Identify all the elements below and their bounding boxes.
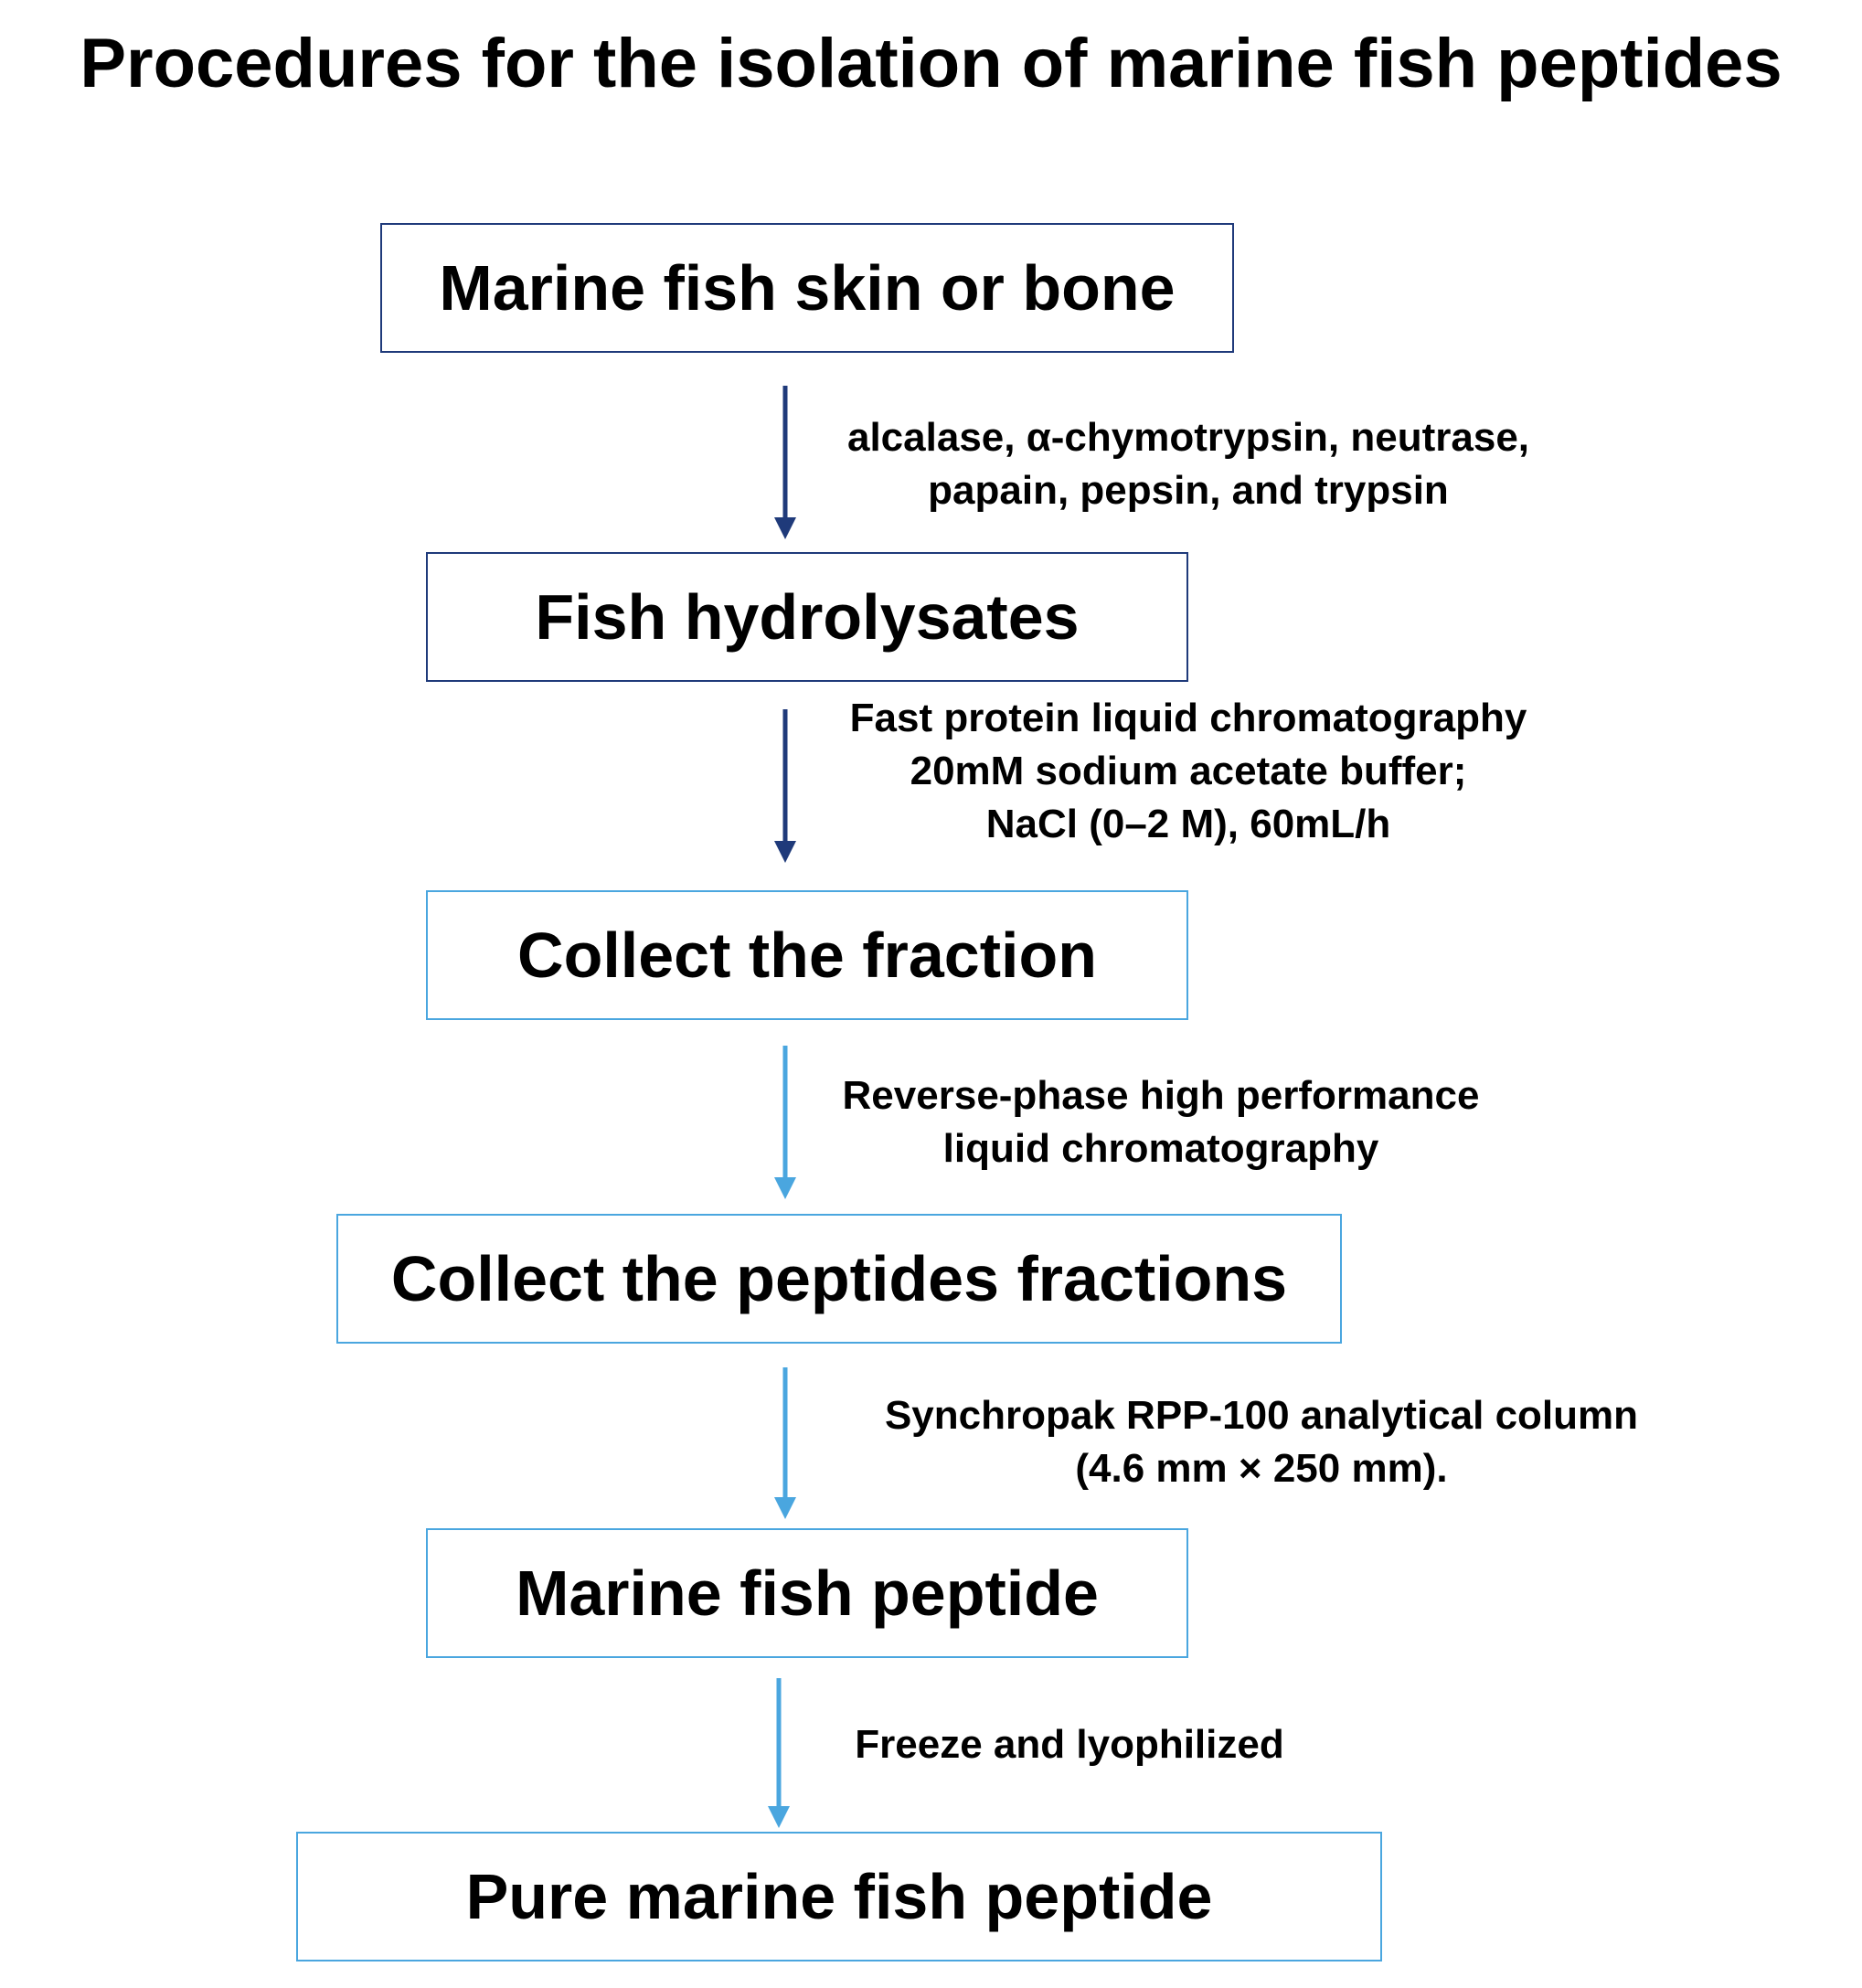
arrow-5 xyxy=(768,1678,790,1828)
step-box-4: Collect the peptides fractions xyxy=(336,1214,1342,1344)
step-box-6: Pure marine fish peptide xyxy=(296,1832,1382,1961)
transition-label-1: alcalase, α-chymotrypsin, neutrase, papa… xyxy=(795,411,1581,517)
transition-2-line-1: Fast protein liquid chromatography xyxy=(849,696,1527,740)
step-label-2: Fish hydrolysates xyxy=(535,581,1080,653)
step-box-5: Marine fish peptide xyxy=(426,1528,1188,1658)
step-label-6: Pure marine fish peptide xyxy=(465,1861,1213,1932)
transition-label-4: Synchropak RPP-100 analytical column (4.… xyxy=(823,1389,1700,1495)
transition-1-line-2: papain, pepsin, and trypsin xyxy=(928,468,1449,513)
arrow-1 xyxy=(774,386,796,539)
diagram-title: Procedures for the isolation of marine f… xyxy=(80,25,1782,102)
step-label-1: Marine fish skin or bone xyxy=(439,252,1176,324)
transition-1-line-1: alcalase, α-chymotrypsin, neutrase, xyxy=(846,415,1530,460)
step-box-3: Collect the fraction xyxy=(426,890,1188,1020)
transition-4-line-1: Synchropak RPP-100 analytical column xyxy=(884,1393,1639,1438)
transition-4-line-2: (4.6 mm × 250 mm). xyxy=(1075,1446,1448,1491)
transition-label-5: Freeze and lyophilized xyxy=(823,1718,1316,1771)
step-label-4: Collect the peptides fractions xyxy=(390,1243,1288,1314)
step-box-2: Fish hydrolysates xyxy=(426,552,1188,682)
arrow-4 xyxy=(774,1367,796,1519)
transition-label-2: Fast protein liquid chromatography 20mM … xyxy=(795,692,1581,851)
arrow-2 xyxy=(774,709,796,863)
transition-5-line-1: Freeze and lyophilized xyxy=(855,1722,1284,1767)
step-box-1: Marine fish skin or bone xyxy=(380,223,1234,353)
transition-2-line-3: NaCl (0–2 M), 60mL/h xyxy=(985,802,1391,846)
arrow-3 xyxy=(774,1046,796,1199)
transition-3-line-1: Reverse-phase high performance xyxy=(842,1073,1480,1118)
step-label-3: Collect the fraction xyxy=(517,920,1097,991)
step-label-5: Marine fish peptide xyxy=(516,1557,1099,1629)
transition-2-line-2: 20mM sodium acetate buffer; xyxy=(910,749,1467,793)
transition-3-line-2: liquid chromatography xyxy=(942,1126,1379,1171)
transition-label-3: Reverse-phase high performance liquid ch… xyxy=(795,1069,1527,1175)
